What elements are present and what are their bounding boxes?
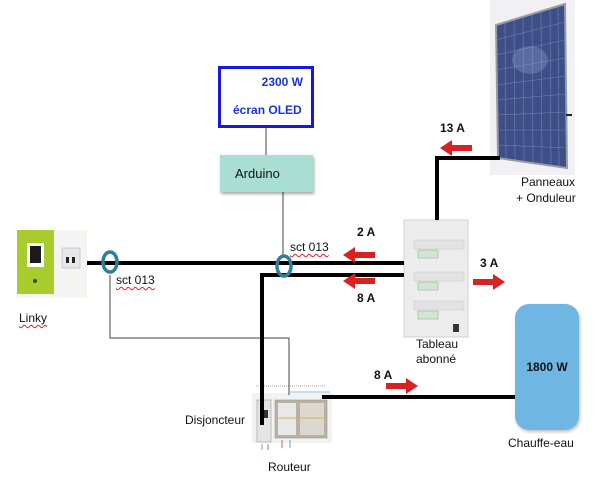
solar-label-line2: + Onduleur	[516, 191, 576, 205]
oled-screen: 2300 W écran OLED	[218, 66, 314, 128]
grid-top-current-label: 2 A	[357, 225, 376, 239]
heater-label: Chauffe-eau	[508, 436, 574, 450]
solar-tableau-wire	[435, 156, 500, 220]
sensor-ring-1	[101, 250, 119, 274]
heater-power-value: 1800 W	[526, 360, 568, 374]
arrow-tableau-out	[473, 274, 505, 290]
router-image	[252, 385, 332, 450]
tableau-image	[403, 219, 469, 338]
heater-feed-current-label: 8 A	[374, 368, 393, 382]
oled-label: écran OLED	[233, 103, 302, 117]
tableau-label-line1: Tableau	[416, 337, 459, 351]
router-label: Routeur	[268, 460, 311, 474]
solar-current-label: 13 A	[440, 121, 465, 135]
oled-power-value: 2300 W	[261, 75, 303, 89]
router-tableau-wire	[260, 273, 404, 425]
solar-panel-image	[490, 0, 575, 175]
linky-label: Linky	[19, 311, 48, 325]
sensor-2-label-text: sct 013	[290, 240, 329, 254]
sensor-2-label: sct 013	[290, 240, 329, 254]
sensor-1-label: sct 013	[116, 273, 155, 287]
arduino-box: Arduino	[220, 155, 313, 192]
grid-bottom-current-label: 8 A	[357, 291, 376, 305]
tableau-label-line2: abonné	[416, 352, 457, 366]
water-heater: 1800 W	[515, 304, 579, 430]
arrow-grid-top	[343, 247, 375, 263]
sensor1-router-wire	[109, 275, 290, 395]
arrow-solar-current	[440, 140, 472, 156]
breaker-label: Disjoncteur	[185, 413, 246, 427]
arrow-grid-bottom	[343, 273, 375, 289]
solar-label-line1: Panneaux	[521, 175, 576, 189]
sensor-ring-2	[275, 254, 293, 278]
tableau-out-current-label: 3 A	[480, 256, 499, 270]
arrow-heater-feed	[386, 378, 418, 394]
arduino-label: Arduino	[235, 166, 280, 181]
sensor-1-label-text: sct 013	[116, 273, 155, 287]
linky-meter-image	[17, 230, 87, 298]
